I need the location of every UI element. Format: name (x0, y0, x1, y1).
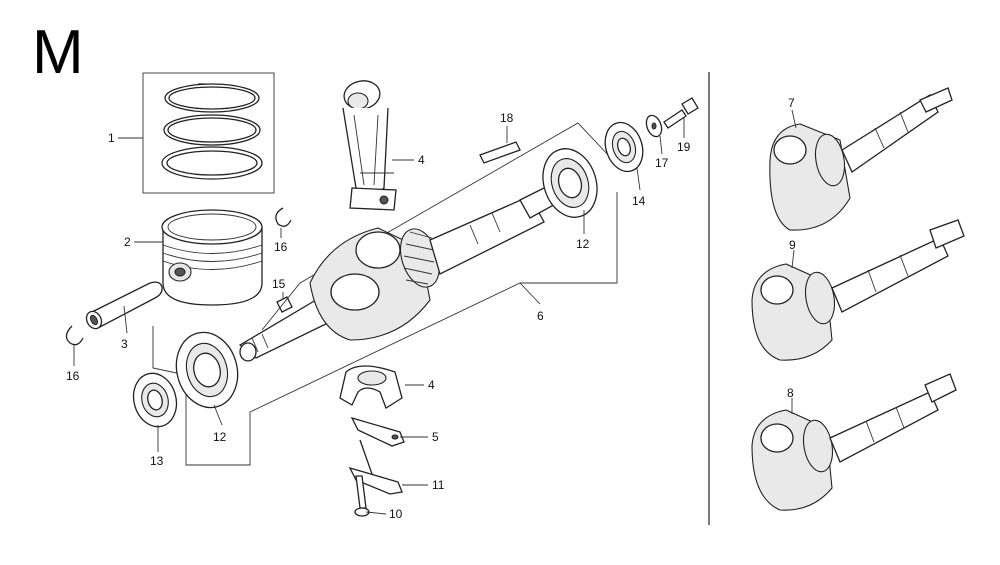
leader-lines (73, 109, 797, 515)
callout-12-left: 12 (213, 430, 227, 444)
assembly-bracket-lines (152, 122, 618, 466)
callout-19: 19 (677, 140, 691, 154)
callout-11: 11 (432, 478, 445, 492)
callout-8: 8 (787, 386, 794, 400)
callout-3: 3 (121, 337, 128, 351)
callout-18: 18 (500, 111, 514, 125)
callout-2: 2 (124, 235, 131, 249)
crankshaft (238, 179, 571, 362)
callout-13: 13 (150, 454, 164, 468)
callout-4-cap: 4 (428, 378, 435, 392)
callout-7: 7 (788, 96, 795, 110)
crankshaft-variant-8 (751, 373, 957, 511)
piston-ring-set (142, 72, 275, 194)
oil-seal-left (132, 372, 178, 428)
rod-bolt (354, 475, 370, 517)
callout-4-rod: 4 (418, 153, 425, 167)
ring-set-box (142, 72, 275, 194)
callout-14: 14 (632, 194, 646, 208)
callout-6: 6 (537, 309, 544, 323)
callout-12-right: 12 (576, 237, 590, 251)
piston-pin-clip-right (275, 207, 292, 227)
callout-16-right: 16 (274, 240, 288, 254)
oil-seal-right (604, 121, 644, 173)
callout-10: 10 (389, 507, 403, 521)
callout-labels: 1 2 3 4 4 5 6 7 8 9 10 11 12 12 13 14 15… (66, 96, 796, 521)
bolt (663, 97, 699, 129)
crankshaft-variant-9 (751, 219, 965, 361)
piston-pin-clip-left (65, 325, 84, 346)
connecting-rod (342, 80, 397, 211)
callout-9: 9 (789, 238, 796, 252)
piston (161, 209, 263, 306)
lock-plate (350, 416, 405, 447)
woodruff-key (276, 296, 293, 313)
callout-17: 17 (655, 156, 669, 170)
shaft-key (479, 141, 521, 164)
bearing-right (542, 148, 598, 218)
callout-1: 1 (108, 131, 115, 145)
washer (645, 114, 663, 138)
piston-pin (85, 281, 163, 330)
section-letter: M (32, 18, 84, 87)
bearing-left (175, 331, 239, 409)
connecting-rod-cap (339, 365, 403, 409)
oil-dipper (348, 439, 403, 495)
crankshaft-variant-7 (769, 87, 953, 231)
callout-16-left: 16 (66, 369, 80, 383)
callout-5: 5 (432, 430, 439, 444)
callout-15: 15 (272, 277, 286, 291)
